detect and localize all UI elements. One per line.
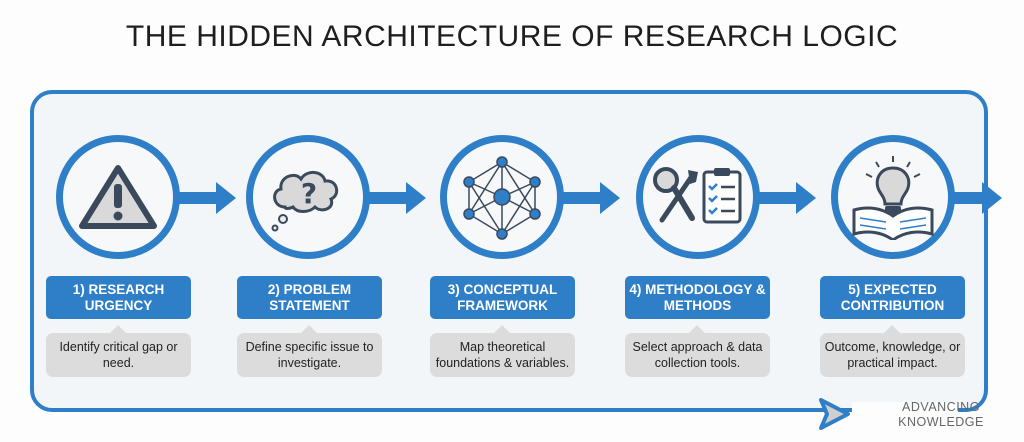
arrow-icon [758, 182, 816, 214]
step-1-description: Identify critical gap or need. [46, 325, 191, 377]
arrow-icon [178, 182, 236, 214]
tools-checklist-icon [653, 167, 742, 224]
step-5-description: Outcome, knowledge, or practical impact. [820, 325, 965, 377]
step-2-description: Define specific issue to investigate. [237, 325, 382, 377]
step-1-icon-circle [56, 135, 180, 259]
svg-text:?: ? [301, 177, 317, 210]
thought-question-icon: ? [271, 171, 339, 232]
lightbulb-book-icon [852, 156, 934, 240]
step-2-icon-circle: ? [246, 135, 370, 259]
step-4-label: 4) METHODOLOGY & METHODS [625, 276, 770, 319]
step-5-label: 5) EXPECTED CONTRIBUTION [820, 276, 965, 319]
frame-gap [852, 402, 958, 422]
step-3-description: Map theoretical foundations & variables. [430, 325, 575, 377]
step-3-label: 3) CONCEPTUAL FRAMEWORK [430, 276, 575, 319]
advancing-knowledge-label: ADVANCING KNOWLEDGE [898, 400, 984, 429]
step-2-label: 2) PROBLEM STATEMENT [237, 276, 382, 319]
step-3-icon-circle [440, 135, 564, 259]
diagram-title: THE HIDDEN ARCHITECTURE OF RESEARCH LOGI… [125, 20, 899, 53]
arrow-icon [562, 182, 620, 214]
step-4-icon-circle [636, 135, 760, 259]
arrow-icon [952, 182, 1002, 214]
network-icon [463, 156, 541, 240]
advance-arrow-icon [819, 398, 850, 430]
warning-icon [79, 165, 157, 229]
arrow-icon [368, 182, 426, 214]
step-1-label: 1) RESEARCH URGENCY [46, 276, 191, 319]
step-5-icon-circle [831, 135, 955, 259]
step-4-description: Select approach & data collection tools. [625, 325, 770, 377]
